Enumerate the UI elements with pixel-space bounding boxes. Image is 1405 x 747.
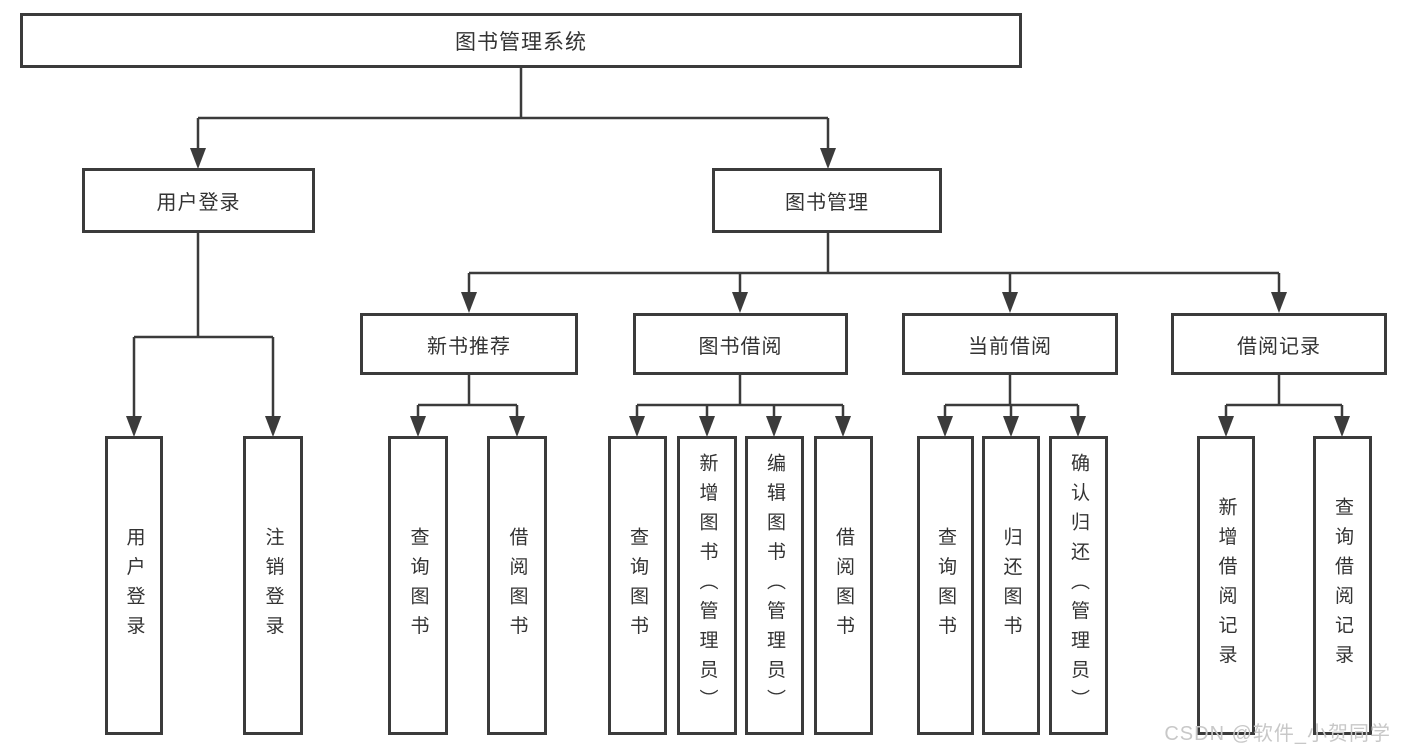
node-label: 新书推荐 xyxy=(427,335,511,358)
node-label: 确认归还（管理员） xyxy=(1068,452,1089,719)
arrowhead xyxy=(461,292,477,313)
arrowhead xyxy=(1002,292,1018,313)
node-book-management: 图书管理 xyxy=(712,168,942,233)
branch-userlogin-to-leaves xyxy=(126,233,281,437)
arrowhead xyxy=(937,416,953,437)
node-current-borrow: 当前借阅 xyxy=(902,313,1118,375)
node-label: 图书借阅 xyxy=(698,335,783,358)
leaf-query-books: 查询图书 xyxy=(917,436,974,735)
arrowhead xyxy=(629,416,645,437)
node-label: 图书管理系统 xyxy=(455,30,587,54)
leaf-add-books-admin: 新增图书（管理员） xyxy=(677,436,737,735)
leaf-logout: 注销登录 xyxy=(243,436,303,735)
leaf-query-books: 查询图书 xyxy=(388,436,448,735)
node-label: 图书管理 xyxy=(785,192,869,214)
branch-current-to-leaves xyxy=(937,375,1086,437)
leaf-return-books: 归还图书 xyxy=(982,436,1040,735)
node-label: 查询借阅记录 xyxy=(1332,497,1353,674)
branch-bookmgmt-to-level3 xyxy=(461,233,1287,313)
leaf-confirm-return-admin: 确认归还（管理员） xyxy=(1049,436,1108,735)
branch-records-to-leaves xyxy=(1218,375,1350,437)
node-label: 借阅图书 xyxy=(833,526,854,645)
leaf-user-login: 用户登录 xyxy=(105,436,163,735)
watermark: CSDN @软件_小贺同学 xyxy=(1164,723,1391,745)
node-label: 注销登录 xyxy=(262,526,284,645)
node-label: 用户登录 xyxy=(156,192,241,214)
arrowhead xyxy=(699,416,715,437)
leaf-edit-books-admin: 编辑图书（管理员） xyxy=(745,436,804,735)
node-label: 新增借阅记录 xyxy=(1215,497,1237,674)
arrowhead xyxy=(410,416,426,437)
node-label: 查询图书 xyxy=(935,526,956,645)
branch-newbook-to-leaves xyxy=(410,375,525,437)
arrowhead xyxy=(732,292,748,313)
node-label: 查询图书 xyxy=(407,526,429,645)
branch-borrow-to-leaves xyxy=(629,375,851,437)
node-label: 借阅记录 xyxy=(1237,335,1321,358)
node-user-login: 用户登录 xyxy=(82,168,315,233)
node-label: 借阅图书 xyxy=(506,526,528,645)
node-root-system: 图书管理系统 xyxy=(20,13,1022,68)
leaf-add-borrow-record: 新增借阅记录 xyxy=(1197,436,1255,735)
node-book-borrow: 图书借阅 xyxy=(633,313,848,375)
arrowhead xyxy=(820,148,836,169)
leaf-borrow-books: 借阅图书 xyxy=(487,436,547,735)
arrowhead xyxy=(1070,416,1086,437)
arrowhead xyxy=(126,416,142,437)
branch-root-to-level2 xyxy=(190,68,836,169)
arrowhead xyxy=(835,416,851,437)
node-label: 编辑图书（管理员） xyxy=(764,452,785,719)
arrowhead xyxy=(766,416,782,437)
node-label: 新增图书（管理员） xyxy=(696,452,718,719)
node-label: 查询图书 xyxy=(627,526,648,645)
leaf-query-books: 查询图书 xyxy=(608,436,667,735)
node-borrow-records: 借阅记录 xyxy=(1171,313,1387,375)
arrowhead xyxy=(190,148,206,169)
node-label: 当前借阅 xyxy=(968,335,1052,358)
node-label: 用户登录 xyxy=(123,526,145,645)
leaf-query-borrow-record: 查询借阅记录 xyxy=(1313,436,1372,735)
node-new-book-recommend: 新书推荐 xyxy=(360,313,578,375)
leaf-borrow-books: 借阅图书 xyxy=(814,436,873,735)
arrowhead xyxy=(1334,416,1350,437)
arrowhead xyxy=(265,416,281,437)
arrowhead xyxy=(1271,292,1287,313)
arrowhead xyxy=(509,416,525,437)
arrowhead xyxy=(1003,416,1019,437)
node-label: 归还图书 xyxy=(1000,526,1022,645)
arrowhead xyxy=(1218,416,1234,437)
